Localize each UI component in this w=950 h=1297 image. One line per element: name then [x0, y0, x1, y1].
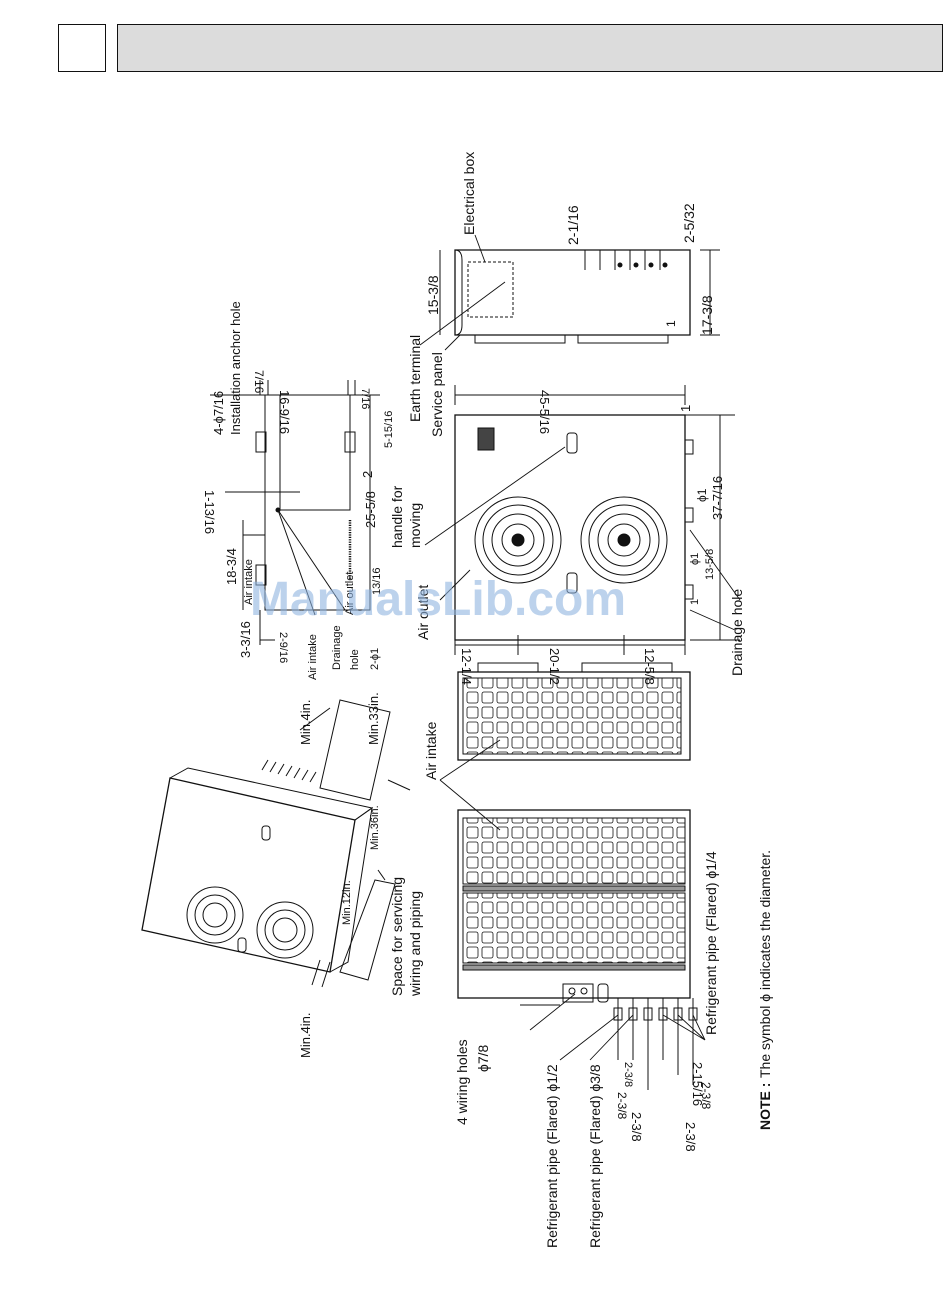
side-dim-15-3-8: 15-3/8: [425, 275, 441, 315]
side-dim-17-3-8: 17-3/8: [699, 295, 715, 335]
front-dim-phi1-a: ϕ1: [695, 488, 709, 502]
iso-space-label-2: wiring and piping: [407, 891, 423, 997]
base-dim-7-16-b: 7/16: [359, 388, 371, 409]
front-air-outlet: Air outlet: [415, 585, 431, 640]
note-label: NOTE :: [757, 1083, 773, 1130]
top-ref-pipe-1-2: Refrigerant pipe (Flared) ϕ1/2: [544, 1064, 560, 1248]
front-view: [454, 385, 740, 655]
top-wiring-holes-b: ϕ7/8: [475, 1044, 491, 1072]
top-dim-2-15-16: 2-15/16: [690, 1062, 705, 1106]
note-text: The symbol ϕ indicates the diameter.: [757, 850, 773, 1078]
front-dim-1b: 1: [689, 599, 701, 605]
base-dim-18-3-4: 18-3/4: [224, 548, 239, 585]
base-view: [210, 380, 380, 645]
base-dim-7-16-a: 7/16: [252, 370, 266, 394]
base-dim-2-9-16: 2-9/16: [277, 632, 289, 663]
base-dim-5-15-16: 5-15/16: [383, 411, 395, 448]
side-dim-2-1-16: 2-1/16: [565, 205, 581, 245]
front-handle-a: handle for: [389, 485, 405, 548]
base-anchor-count: 4-ϕ7/16: [211, 391, 226, 435]
base-dim-1-13-16: 1-13/16: [202, 490, 217, 534]
base-dim-25-5-8: 25-5/8: [363, 491, 378, 528]
top-dim-2-3-8-d: 2-3/8: [699, 1082, 713, 1110]
watermark: ManualsLib.com: [250, 573, 626, 626]
front-dim-phi1-b: ϕ1: [689, 553, 701, 565]
iso-min-4-left: Min.4in.: [298, 1012, 313, 1058]
top-dim-2-3-8-a: 2-3/8: [622, 1062, 634, 1087]
base-dim-16-9-16: 16-9/16: [277, 390, 292, 434]
front-dim-13-5-8: 13-5/8: [704, 549, 716, 580]
base-air-intake-b: Air intake: [307, 634, 319, 680]
front-handle-b: moving: [407, 503, 423, 548]
top-ref-pipe-3-8: Refrigerant pipe (Flared) ϕ3/8: [587, 1064, 603, 1248]
header-title-bar: [117, 24, 943, 72]
top-wiring-holes-a: 4 wiring holes: [454, 1039, 470, 1125]
iso-min-12: Min.12in.: [341, 880, 353, 925]
front-drainage-hole: Drainage hole: [729, 589, 745, 676]
base-dim-13-16: 13/16: [371, 567, 383, 595]
top-dim-2-3-8-b: 2-3/8: [615, 1092, 629, 1120]
iso-space-label: Space for servicing: [389, 877, 405, 996]
iso-min-33: Min.33in.: [366, 692, 381, 745]
top-ref-pipe-1-4: Refrigerant pipe (Flared) ϕ1/4: [703, 851, 719, 1035]
front-dim-1: 1: [678, 405, 693, 412]
side-dim-2-5-32: 2-5/32: [681, 203, 697, 243]
base-air-outlet: Air outlet: [344, 572, 356, 615]
front-dim-12-5-8: 12-5/8: [642, 648, 657, 685]
base-dim-3-3-16: 3-3/16: [238, 621, 253, 658]
base-drainage-c: 2-ϕ1: [369, 648, 381, 670]
top-view: [457, 662, 698, 1090]
side-dim-1: 1: [664, 320, 678, 327]
front-dim-45-5-16: 45-5/16: [537, 390, 552, 434]
side-electrical-box: Electrical box: [461, 152, 477, 235]
front-dim-20-1-2: 20-1/2: [547, 648, 562, 685]
front-dim-37-7-16: 37-7/16: [710, 476, 725, 520]
top-dim-2-3-8-c: 2-3/8: [629, 1112, 644, 1142]
isometric-view: [141, 699, 411, 988]
base-drainage-a: Drainage: [331, 625, 343, 670]
iso-min-36: Min.36in.: [369, 805, 381, 850]
side-earth-terminal: Earth terminal: [407, 335, 423, 422]
front-dim-12-1-4: 12-1/4: [459, 648, 474, 685]
side-service-panel: Service panel: [429, 352, 445, 437]
base-anchor-label: Installation anchor hole: [228, 301, 243, 435]
leader-lines: [419, 234, 741, 1061]
base-air-intake-a: Air intake: [243, 559, 255, 605]
side-view: [439, 249, 720, 344]
top-air-intake: Air intake: [423, 721, 439, 780]
top-dim-2-3-8-e: 2-3/8: [683, 1122, 698, 1152]
iso-min-top: Min.4in.: [298, 699, 313, 745]
header-section-box: [58, 24, 106, 72]
base-dim-2: 2: [360, 471, 375, 478]
base-drainage-b: hole: [349, 649, 361, 670]
